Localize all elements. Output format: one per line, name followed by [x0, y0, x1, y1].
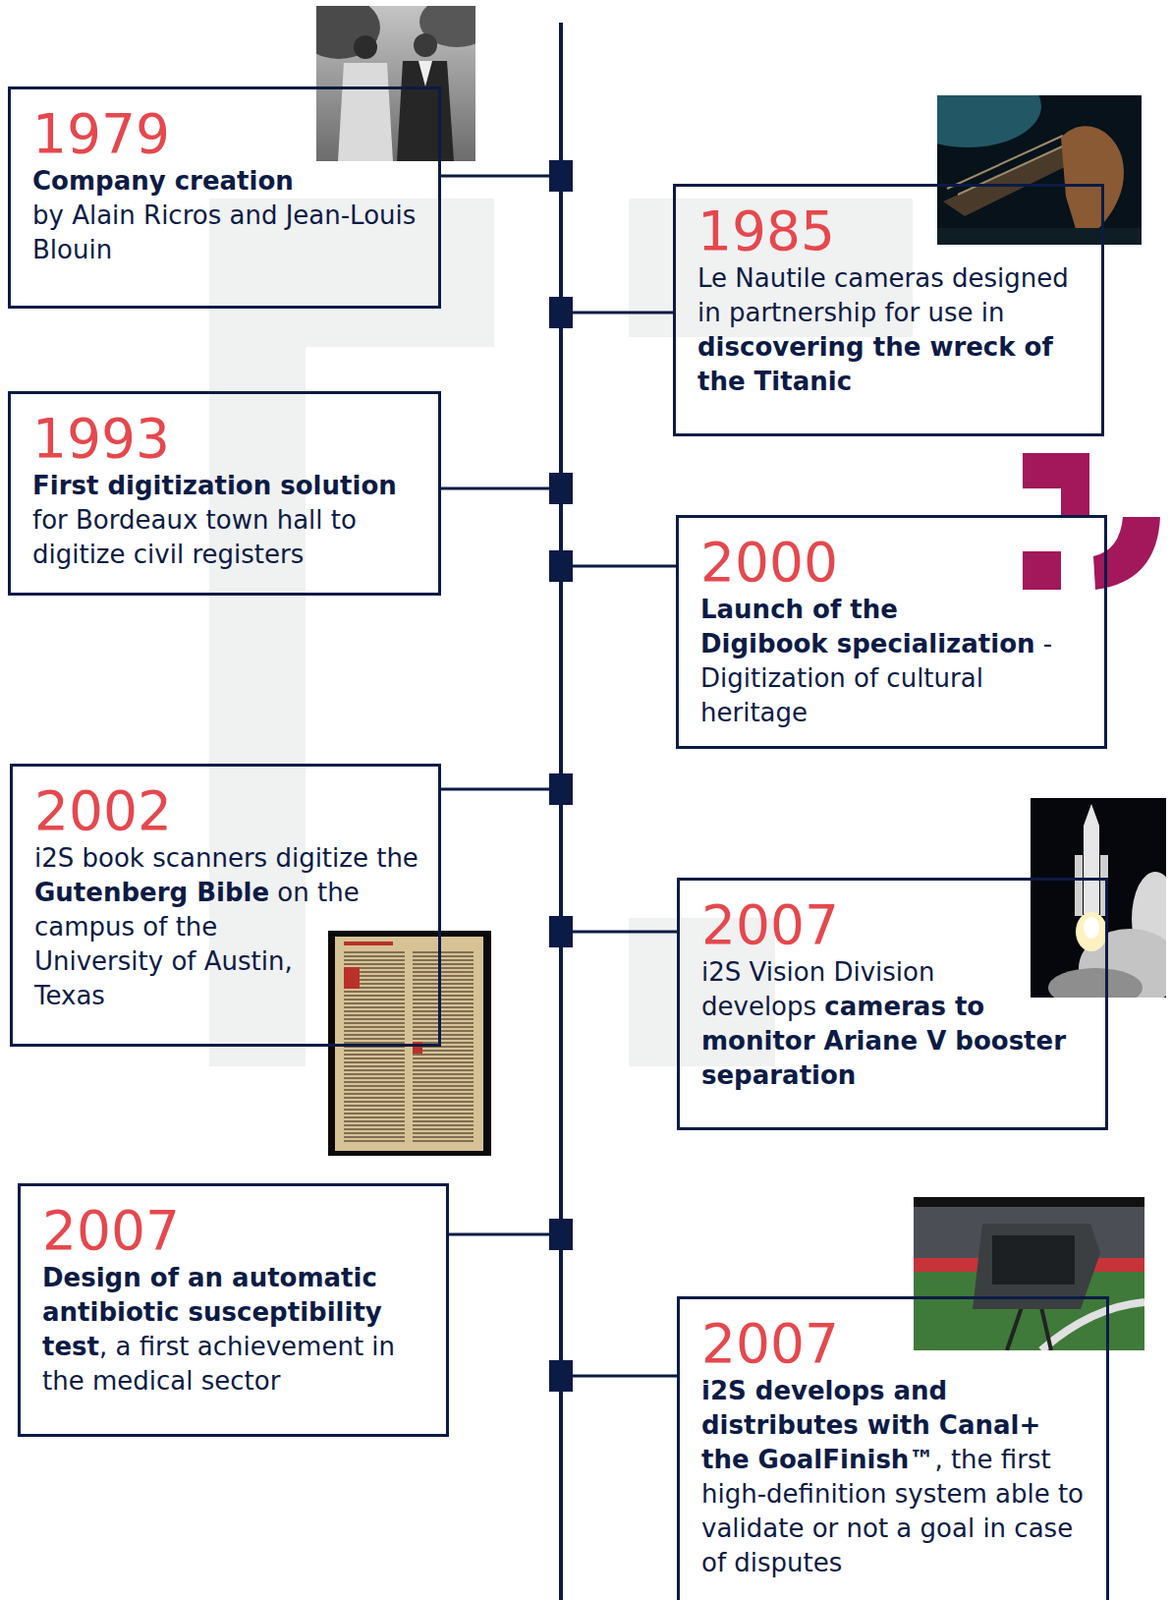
event-description: Company creation by Alain Ricros and Jea…	[32, 164, 419, 268]
leader-line	[441, 787, 561, 791]
event-year: 2002	[34, 780, 419, 841]
leader-line	[560, 311, 673, 315]
timeline-marker	[549, 160, 573, 192]
digibook-logo	[1022, 452, 1090, 515]
man-head	[353, 35, 378, 59]
leader-line	[448, 1232, 561, 1236]
photo-spacer	[1009, 531, 1085, 594]
photo-spacer	[306, 103, 419, 166]
leader-line	[560, 930, 677, 934]
event-description: i2S Vision Division develops cameras to …	[701, 954, 1086, 1093]
event-text: by Alain Ricros and Jean-Louis Blouin	[32, 200, 416, 265]
camera-photo	[913, 1196, 1145, 1350]
event-description: i2S book scanners digitize the Gutenberg…	[34, 840, 419, 1013]
camera-leg	[1006, 1306, 1022, 1350]
timeline-marker	[549, 472, 573, 504]
camera-window	[992, 1234, 1075, 1284]
event-year: 1993	[32, 407, 419, 469]
event-year: 1985	[697, 200, 1082, 262]
event-box: 2000Launch of the Digibook specializatio…	[675, 514, 1108, 749]
man-head	[413, 33, 438, 57]
event-text: Company creation	[32, 166, 294, 196]
rocket-flame	[1083, 916, 1100, 939]
event-description: Launch of the Digibook specialization - …	[700, 592, 1085, 730]
timeline-marker	[549, 296, 573, 329]
bible-photo	[328, 930, 492, 1156]
smoke	[1048, 967, 1143, 998]
light-beam	[937, 95, 1042, 148]
event-text: Gutenberg Bible	[34, 877, 270, 907]
wreck-rail	[957, 142, 1071, 195]
leader-line	[441, 174, 561, 178]
event-text: for Bordeaux town hall to digitize civil…	[32, 504, 357, 569]
event-year: 1979	[32, 103, 419, 165]
rocket-flame	[1075, 911, 1108, 951]
timeline-marker	[549, 773, 573, 805]
event-box: 1979Company creation by Alain Ricros and…	[7, 86, 442, 309]
leader-line	[441, 487, 561, 491]
event-text: First digitization solution	[32, 470, 397, 501]
photo-spacer	[927, 200, 1082, 249]
tree	[316, 5, 381, 59]
photo-ground	[328, 930, 492, 1156]
timeline-marker	[549, 1218, 573, 1250]
event-year: 2007	[701, 893, 1086, 955]
event-text: Launch of the Digibook specialization	[700, 594, 1036, 659]
bible-rubric	[343, 941, 393, 946]
photo-spacer	[903, 1312, 1087, 1354]
wreck-photo	[937, 95, 1142, 245]
leader-line	[560, 564, 676, 568]
wreck-rail	[947, 135, 1063, 189]
event-year: 2007	[701, 1312, 1087, 1374]
pitch-line	[1041, 1301, 1145, 1350]
man-suit	[337, 62, 393, 162]
bible-initial	[343, 966, 360, 989]
photo-spacer	[318, 926, 419, 1156]
camera-leg	[1041, 1306, 1052, 1350]
event-year: 2000	[700, 531, 1085, 593]
timeline-marker	[549, 1359, 573, 1392]
seafloor	[937, 227, 1142, 245]
timeline-marker	[549, 550, 573, 582]
event-box: 2007i2S Vision Division develops cameras…	[676, 877, 1109, 1130]
rocket-body	[1083, 825, 1100, 914]
bible-initial	[412, 1041, 423, 1054]
event-box: 1985Le Nautile cameras designed in partn…	[672, 183, 1105, 437]
event-description: i2S develops and distributes with Canal+…	[701, 1373, 1087, 1580]
event-description: First digitization solution for Bordeaux…	[32, 468, 419, 572]
event-text: Le Nautile cameras designed in partnersh…	[697, 263, 1069, 328]
man-suit	[396, 60, 454, 162]
rocket-nose	[1083, 803, 1100, 826]
founders-photo	[316, 5, 476, 162]
event-text: i2S book scanners digitize the	[34, 842, 419, 873]
event-box: 2007i2S develops and distributes with Ca…	[676, 1295, 1110, 1600]
digibook-logo	[1022, 551, 1061, 590]
leader-line	[560, 1374, 677, 1378]
photo-spacer	[1020, 893, 1086, 1002]
digibook-logo	[1093, 516, 1161, 590]
bible-page	[334, 936, 484, 1151]
event-year: 2007	[42, 1199, 427, 1261]
event-description: Design of an automatic antibiotic suscep…	[42, 1260, 427, 1398]
event-description: Le Nautile cameras designed in partnersh…	[697, 261, 1082, 399]
rocket-booster	[1074, 854, 1083, 916]
event-box: 2002i2S book scanners digitize the Guten…	[9, 763, 442, 1047]
rocket-photo	[1030, 797, 1167, 998]
event-text: discovering the wreck of the Titanic	[697, 332, 1054, 396]
photo-strip	[913, 1196, 1145, 1207]
event-box: 2007Design of an automatic antibiotic su…	[17, 1182, 449, 1437]
man-shirt	[418, 60, 433, 87]
event-box: 1993First digitization solution for Bord…	[7, 390, 442, 596]
photo-ground	[913, 1196, 1145, 1350]
timeline-marker	[549, 915, 573, 948]
